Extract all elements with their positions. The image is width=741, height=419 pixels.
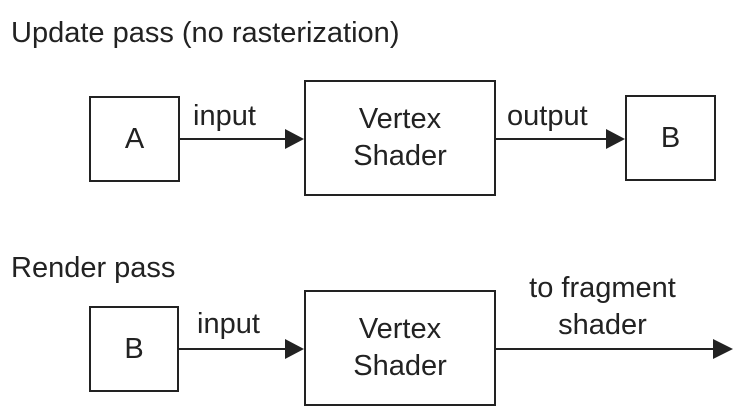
render-pass-title: Render pass — [11, 252, 176, 284]
update-vertex-shader-box: Vertex Shader — [304, 80, 496, 196]
to-fragment-line1: to fragment — [529, 272, 676, 304]
node-a-box: A — [89, 96, 180, 182]
update-output-arrowhead — [606, 129, 625, 149]
render-node-b-box: B — [89, 306, 179, 392]
render-output-arrowhead — [713, 339, 733, 359]
node-a-label: A — [124, 122, 145, 155]
update-shader-line2: Shader — [353, 140, 447, 172]
update-input-label: input — [193, 100, 256, 132]
node-b-label: B — [660, 121, 681, 154]
update-pass-title: Update pass (no rasterization) — [11, 17, 400, 49]
update-input-arrowhead — [285, 129, 304, 149]
render-node-b-label: B — [124, 332, 144, 365]
render-shader-line1: Vertex — [358, 313, 442, 345]
update-shader-line1: Vertex — [358, 103, 442, 135]
render-vertex-shader-box: Vertex Shader — [304, 290, 496, 406]
to-fragment-line2: shader — [558, 309, 647, 341]
render-input-arrowhead — [285, 339, 304, 359]
render-input-label: input — [197, 308, 260, 340]
update-output-label: output — [507, 100, 588, 132]
node-b-box: B — [625, 95, 716, 181]
render-shader-line2: Shader — [353, 350, 447, 382]
to-fragment-shader-label: to fragment shader — [515, 270, 690, 344]
